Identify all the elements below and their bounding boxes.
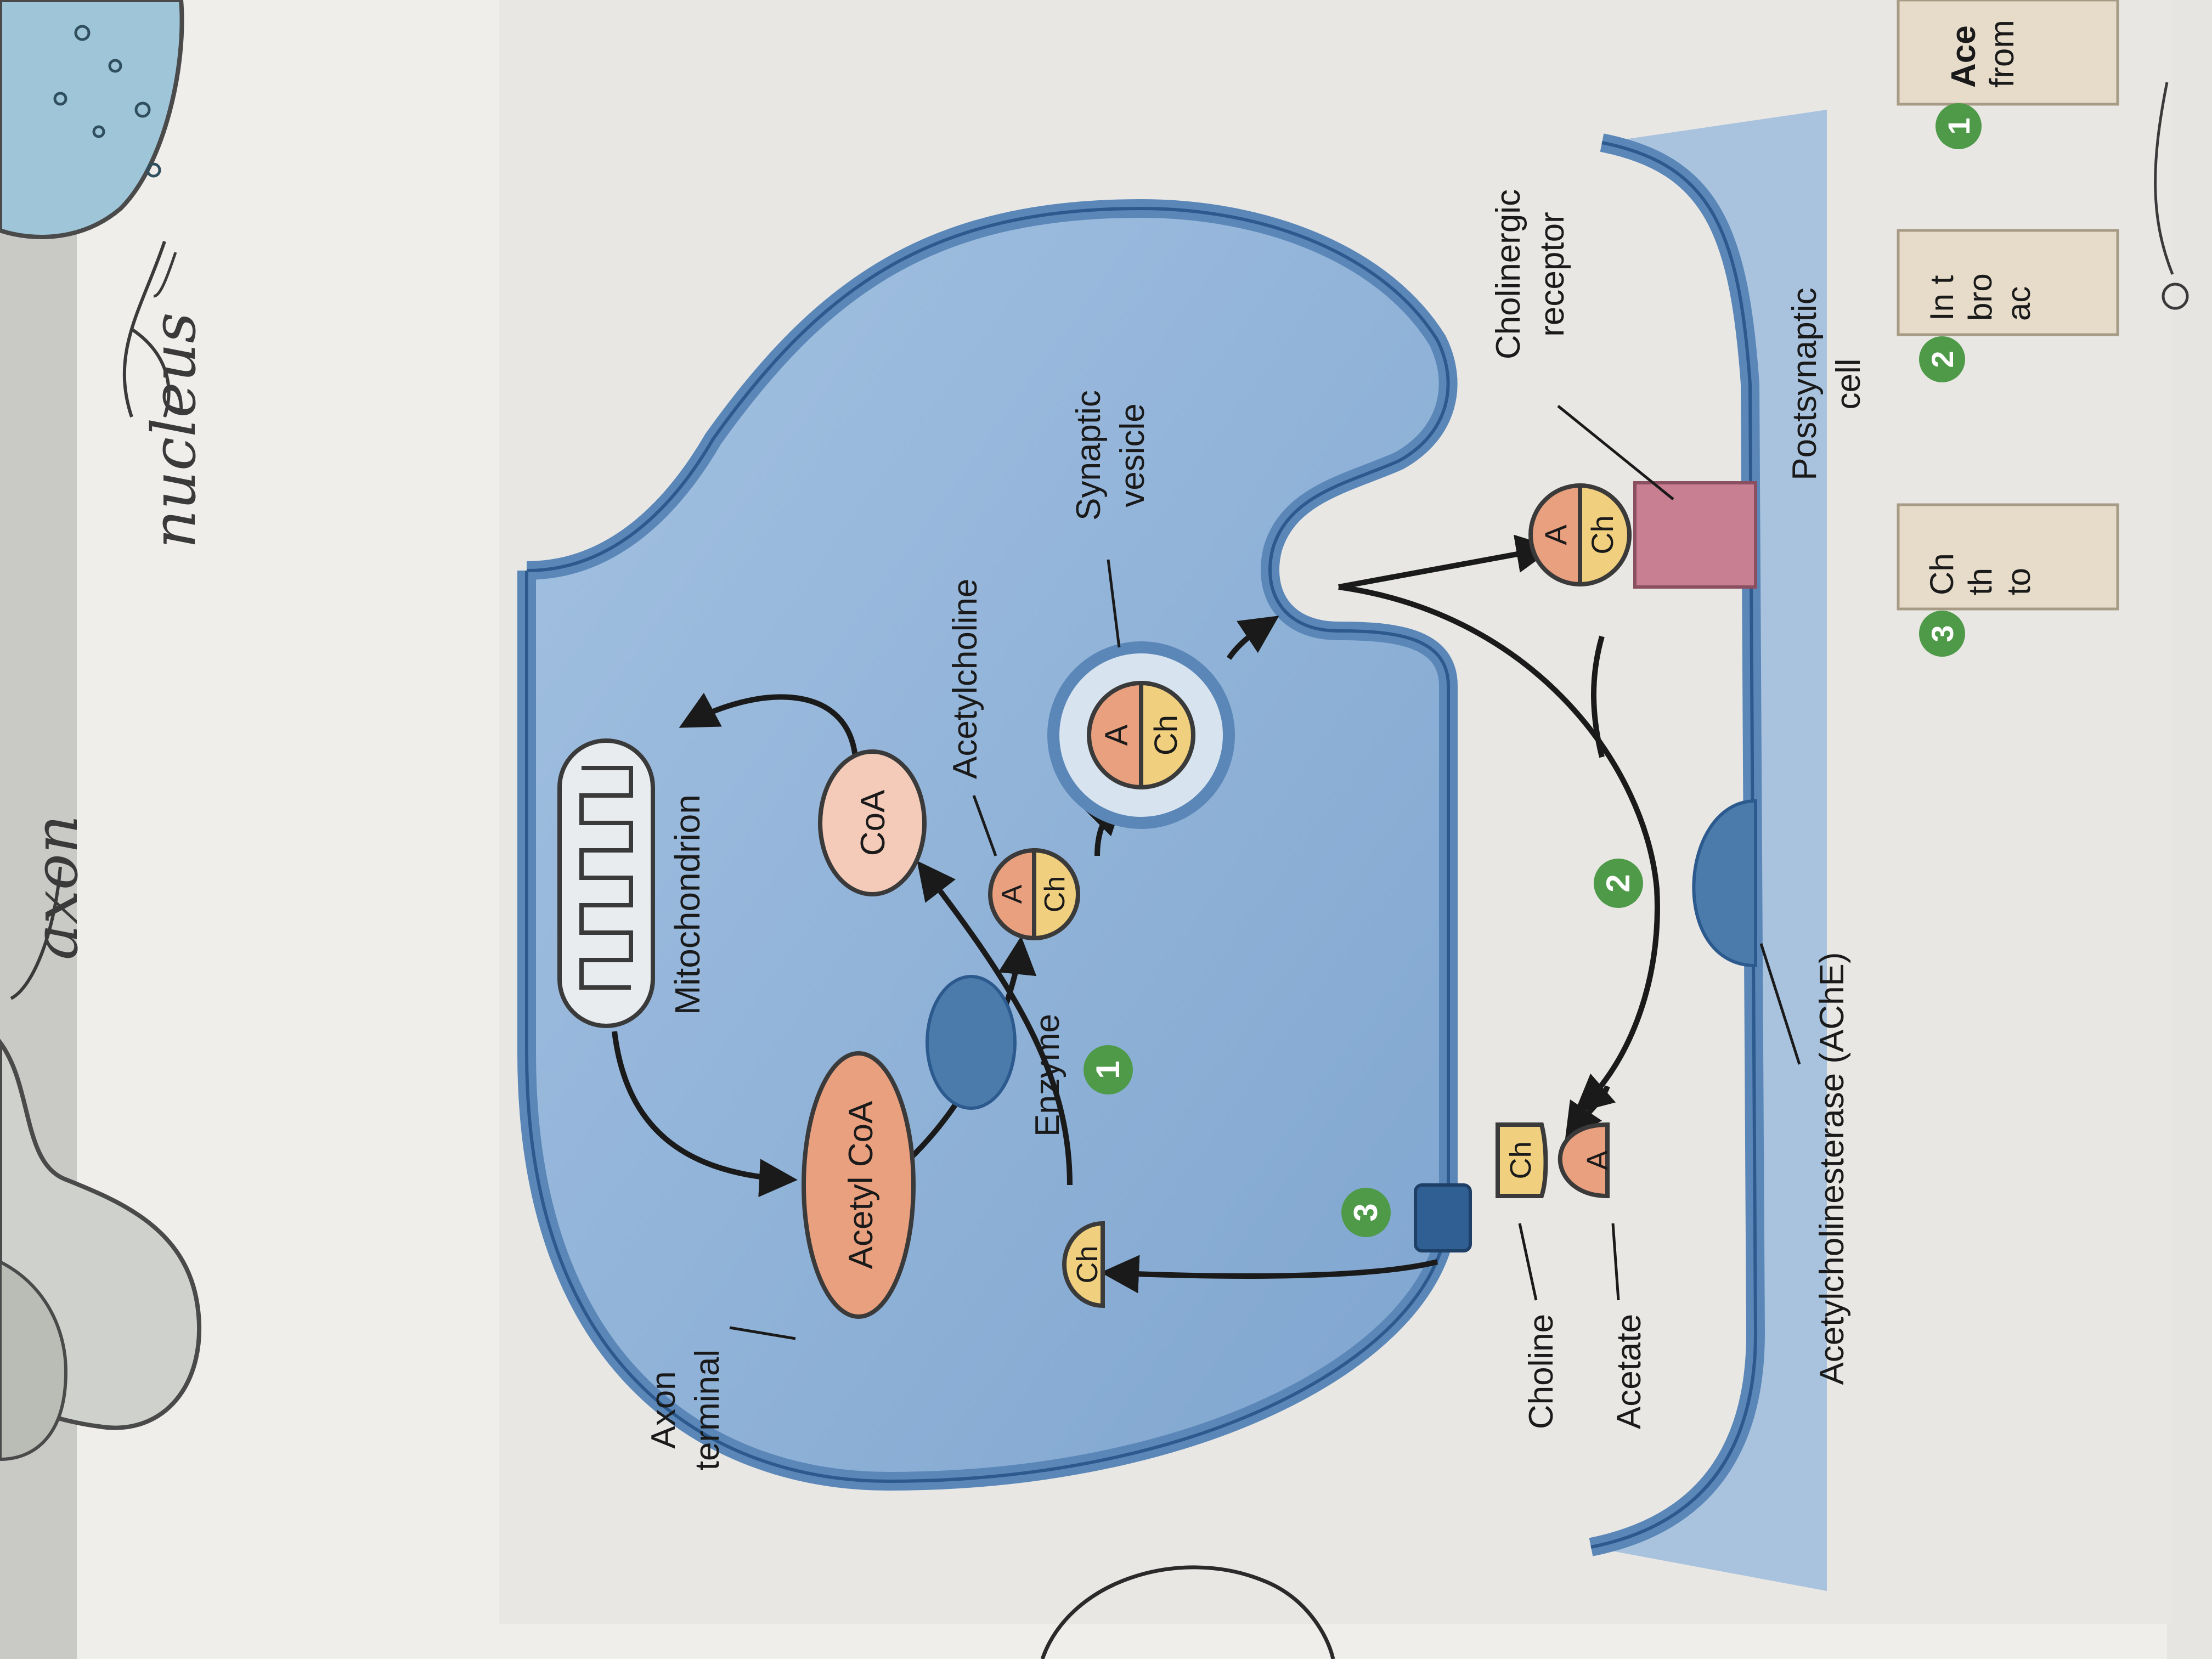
acetate-label: Acetate — [1610, 1223, 1648, 1429]
svg-text:A: A — [996, 884, 1028, 904]
svg-text:2: 2 — [1925, 351, 1960, 368]
choline-inside: Ch — [1062, 1221, 1105, 1308]
svg-text:Ch: Ch — [1039, 876, 1071, 912]
acetylcholine-bound: A Ch — [1528, 483, 1632, 587]
svg-text:Cholinergic: Cholinergic — [1489, 189, 1527, 359]
step-2-badge: 2 — [1594, 859, 1643, 908]
svg-text:3: 3 — [1347, 1203, 1384, 1221]
svg-text:2: 2 — [1600, 874, 1637, 892]
sketch-circle-right — [2162, 283, 2189, 310]
cholinergic-receptor — [1633, 481, 1757, 589]
enzyme-label: Enzyme — [1029, 1014, 1066, 1137]
svg-text:Acetate: Acetate — [1610, 1314, 1648, 1429]
svg-text:Choline: Choline — [1522, 1314, 1560, 1429]
acetylcholine-label: Acetylcholine — [946, 579, 984, 779]
ache-enzyme — [1692, 799, 1757, 968]
choline-cleft: Ch — [1495, 1122, 1548, 1198]
svg-text:A: A — [1538, 524, 1573, 545]
svg-text:ac: ac — [2000, 286, 2037, 321]
svg-text:axon: axon — [21, 815, 91, 960]
side-box-1: Ace from 1 — [1897, 0, 2119, 149]
adjacent-page — [2167, 0, 2212, 1659]
svg-text:Ch: Ch — [1585, 515, 1620, 555]
svg-text:Ace: Ace — [1945, 25, 1983, 88]
choline-transporter — [1414, 1183, 1472, 1252]
sketch-lines-right — [2154, 82, 2174, 275]
enzyme: Enzyme — [926, 975, 1066, 1137]
axon-terminal-label: Axon terminal — [645, 1326, 796, 1471]
neuron-sketch — [0, 0, 202, 1462]
pathway-arrows — [612, 534, 1660, 1294]
svg-text:Acetylcholinesterase (AChE): Acetylcholinesterase (AChE) — [1813, 952, 1851, 1385]
acetate-cleft: A — [1558, 1122, 1614, 1199]
svg-text:Ch: Ch — [1504, 1141, 1537, 1179]
svg-text:In t: In t — [1923, 275, 1960, 321]
side-box-2: In t bro ac 2 — [1897, 229, 2119, 382]
svg-text:cell: cell — [1830, 358, 1867, 409]
acetylcholine-molecule: A Ch Acetylcholine — [946, 579, 1080, 941]
choline-label: Choline — [1518, 1223, 1560, 1429]
cholinergic-receptor-label: Cholinergic receptor — [1489, 189, 1674, 500]
svg-text:3: 3 — [1925, 625, 1960, 642]
postsynaptic-cell-label: Postsynaptic cell — [1786, 287, 1867, 481]
svg-text:A: A — [1099, 724, 1135, 746]
acetyl-coa-label: Acetyl CoA — [842, 1101, 880, 1269]
svg-text:terminal: terminal — [689, 1350, 726, 1471]
svg-text:Postsynaptic: Postsynaptic — [1786, 287, 1824, 481]
svg-text:Ch: Ch — [1071, 1245, 1104, 1283]
svg-text:1: 1 — [1090, 1060, 1126, 1079]
svg-text:Ch: Ch — [1923, 553, 1960, 595]
mitochondrion: Mitochondrion — [557, 738, 707, 1028]
svg-text:bro: bro — [1962, 273, 1999, 321]
coa-label: CoA — [854, 789, 892, 856]
svg-text:nucleus: nucleus — [139, 312, 209, 549]
synaptic-vesicle: A Ch Synaptic vesicle — [1047, 390, 1235, 829]
axon-handwritten-label: axon — [21, 815, 91, 960]
synaptic-vesicle-label-1: Synaptic — [1070, 390, 1108, 521]
step-1-badge: 1 — [1084, 1045, 1133, 1094]
acetyl-coa: Acetyl CoA — [802, 1051, 916, 1319]
svg-text:to: to — [2000, 568, 2037, 595]
nucleus-handwritten-label: nucleus — [139, 252, 209, 549]
svg-text:from: from — [1983, 20, 2021, 88]
svg-text:A: A — [1581, 1150, 1614, 1170]
mitochondrion-label: Mitochondrion — [668, 794, 707, 1015]
svg-text:1: 1 — [1942, 117, 1976, 134]
svg-text:receptor: receptor — [1533, 212, 1571, 336]
coa: CoA — [818, 749, 927, 896]
side-box-3: Ch th to 3 — [1897, 503, 2119, 657]
svg-text:th: th — [1962, 568, 1999, 595]
axon-terminal — [517, 199, 1458, 1491]
svg-text:Axon: Axon — [645, 1371, 682, 1448]
ache-label: Acetylcholinesterase (AChE) — [1759, 943, 1851, 1385]
synaptic-vesicle-label-2: vesicle — [1114, 403, 1152, 507]
step-3-badge: 3 — [1341, 1188, 1391, 1237]
svg-text:Ch: Ch — [1148, 715, 1184, 755]
sketch-curve — [1040, 1565, 1335, 1659]
